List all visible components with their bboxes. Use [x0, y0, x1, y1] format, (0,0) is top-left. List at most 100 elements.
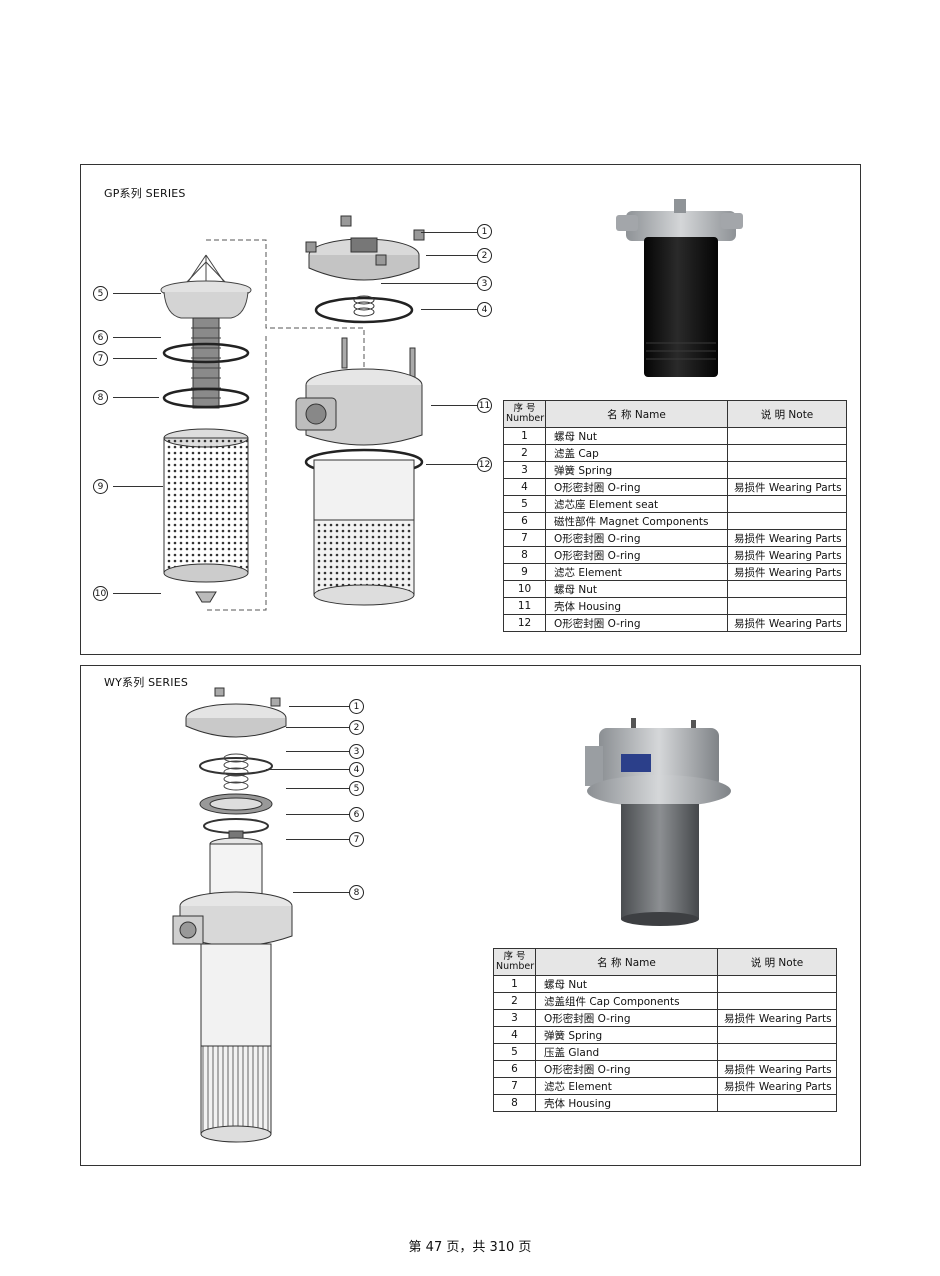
cell-name: 滤芯 Element — [545, 563, 728, 581]
cell-num: 2 — [493, 992, 536, 1010]
cell-name: 螺母 Nut — [545, 580, 728, 598]
gp-callout-8: 8 — [93, 390, 108, 405]
gp-header-name: 名 称 Name — [545, 400, 728, 428]
cell-num: 11 — [503, 597, 546, 615]
cell-name: O形密封圈 O-ring — [545, 529, 728, 547]
gp-series-title: GP系列 SERIES — [104, 187, 186, 200]
cell-note — [727, 461, 847, 479]
wy-header-note: 说 明 Note — [717, 948, 837, 976]
cell-note: 易损件 Wearing Parts — [717, 1077, 837, 1095]
wy-callout-8: 8 — [349, 885, 364, 900]
cell-num: 1 — [493, 975, 536, 993]
gp-callout-5: 5 — [93, 286, 108, 301]
cell-name: 壳体 Housing — [535, 1094, 718, 1112]
cell-note: 易损件 Wearing Parts — [717, 1060, 837, 1078]
cell-name: O形密封圈 O-ring — [545, 546, 728, 564]
cell-name: 压盖 Gland — [535, 1043, 718, 1061]
cell-note: 易损件 Wearing Parts — [727, 614, 847, 632]
cell-name: 螺母 Nut — [545, 427, 728, 445]
gp-callout-9: 9 — [93, 479, 108, 494]
cell-num: 7 — [503, 529, 546, 547]
cell-name: 螺母 Nut — [535, 975, 718, 993]
cell-name: 滤盖 Cap — [545, 444, 728, 462]
gp-callout-4: 4 — [477, 302, 492, 317]
cell-name: 滤芯 Element — [535, 1077, 718, 1095]
cell-note — [727, 427, 847, 445]
cell-note: 易损件 Wearing Parts — [727, 529, 847, 547]
cell-num: 1 — [503, 427, 546, 445]
wy-callout-4: 4 — [349, 762, 364, 777]
wy-header-number: 序 号 Number — [493, 948, 536, 976]
wy-callout-3: 3 — [349, 744, 364, 759]
cell-note: 易损件 Wearing Parts — [727, 546, 847, 564]
cell-num: 8 — [493, 1094, 536, 1112]
gp-header-note: 说 明 Note — [727, 400, 847, 428]
gp-exploded-drawing — [160, 215, 425, 611]
cell-name: O形密封圈 O-ring — [535, 1060, 718, 1078]
gp-callout-6: 6 — [93, 330, 108, 345]
cell-note: 易损件 Wearing Parts — [717, 1009, 837, 1027]
wy-exploded-drawing — [172, 687, 293, 1143]
cell-num: 6 — [503, 512, 546, 530]
cell-num: 10 — [503, 580, 546, 598]
cell-num: 3 — [493, 1009, 536, 1027]
cell-note — [727, 580, 847, 598]
gp-product-photo — [616, 199, 743, 377]
gp-callout-2: 2 — [477, 248, 492, 263]
cell-name: 磁性部件 Magnet Components — [545, 512, 728, 530]
cell-num: 7 — [493, 1077, 536, 1095]
cell-name: 弹簧 Spring — [545, 461, 728, 479]
cell-num: 8 — [503, 546, 546, 564]
cell-note — [717, 975, 837, 993]
wy-callout-7: 7 — [349, 832, 364, 847]
gp-callout-12: 12 — [477, 457, 492, 472]
gp-header-number: 序 号 Number — [503, 400, 546, 428]
wy-header-name: 名 称 Name — [535, 948, 718, 976]
wy-callout-1: 1 — [349, 699, 364, 714]
cell-name: 滤芯座 Element seat — [545, 495, 728, 513]
cell-name: O形密封圈 O-ring — [545, 614, 728, 632]
cell-note — [727, 444, 847, 462]
page-footer: 第 47 页，共 310 页 — [408, 1240, 532, 1255]
gp-callout-10: 10 — [93, 586, 108, 601]
cell-num: 9 — [503, 563, 546, 581]
cell-num: 2 — [503, 444, 546, 462]
wy-callout-6: 6 — [349, 807, 364, 822]
gp-table-header: 序 号 Number 名 称 Name 说 明 Note — [503, 400, 847, 428]
cell-note — [717, 1026, 837, 1044]
cell-name: O形密封圈 O-ring — [545, 478, 728, 496]
cell-note — [727, 495, 847, 513]
cell-note — [717, 1043, 837, 1061]
wy-product-photo — [585, 718, 731, 926]
cell-num: 5 — [503, 495, 546, 513]
cell-note: 易损件 Wearing Parts — [727, 478, 847, 496]
gp-callout-7: 7 — [93, 351, 108, 366]
gp-callout-1: 1 — [477, 224, 492, 239]
cell-name: 滤盖组件 Cap Components — [535, 992, 718, 1010]
cell-num: 4 — [493, 1026, 536, 1044]
gp-callout-11: 11 — [477, 398, 492, 413]
cell-note — [717, 1094, 837, 1112]
wy-callout-2: 2 — [349, 720, 364, 735]
gp-callout-3: 3 — [477, 276, 492, 291]
cell-num: 12 — [503, 614, 546, 632]
cell-name: 弹簧 Spring — [535, 1026, 718, 1044]
cell-name: 壳体 Housing — [545, 597, 728, 615]
